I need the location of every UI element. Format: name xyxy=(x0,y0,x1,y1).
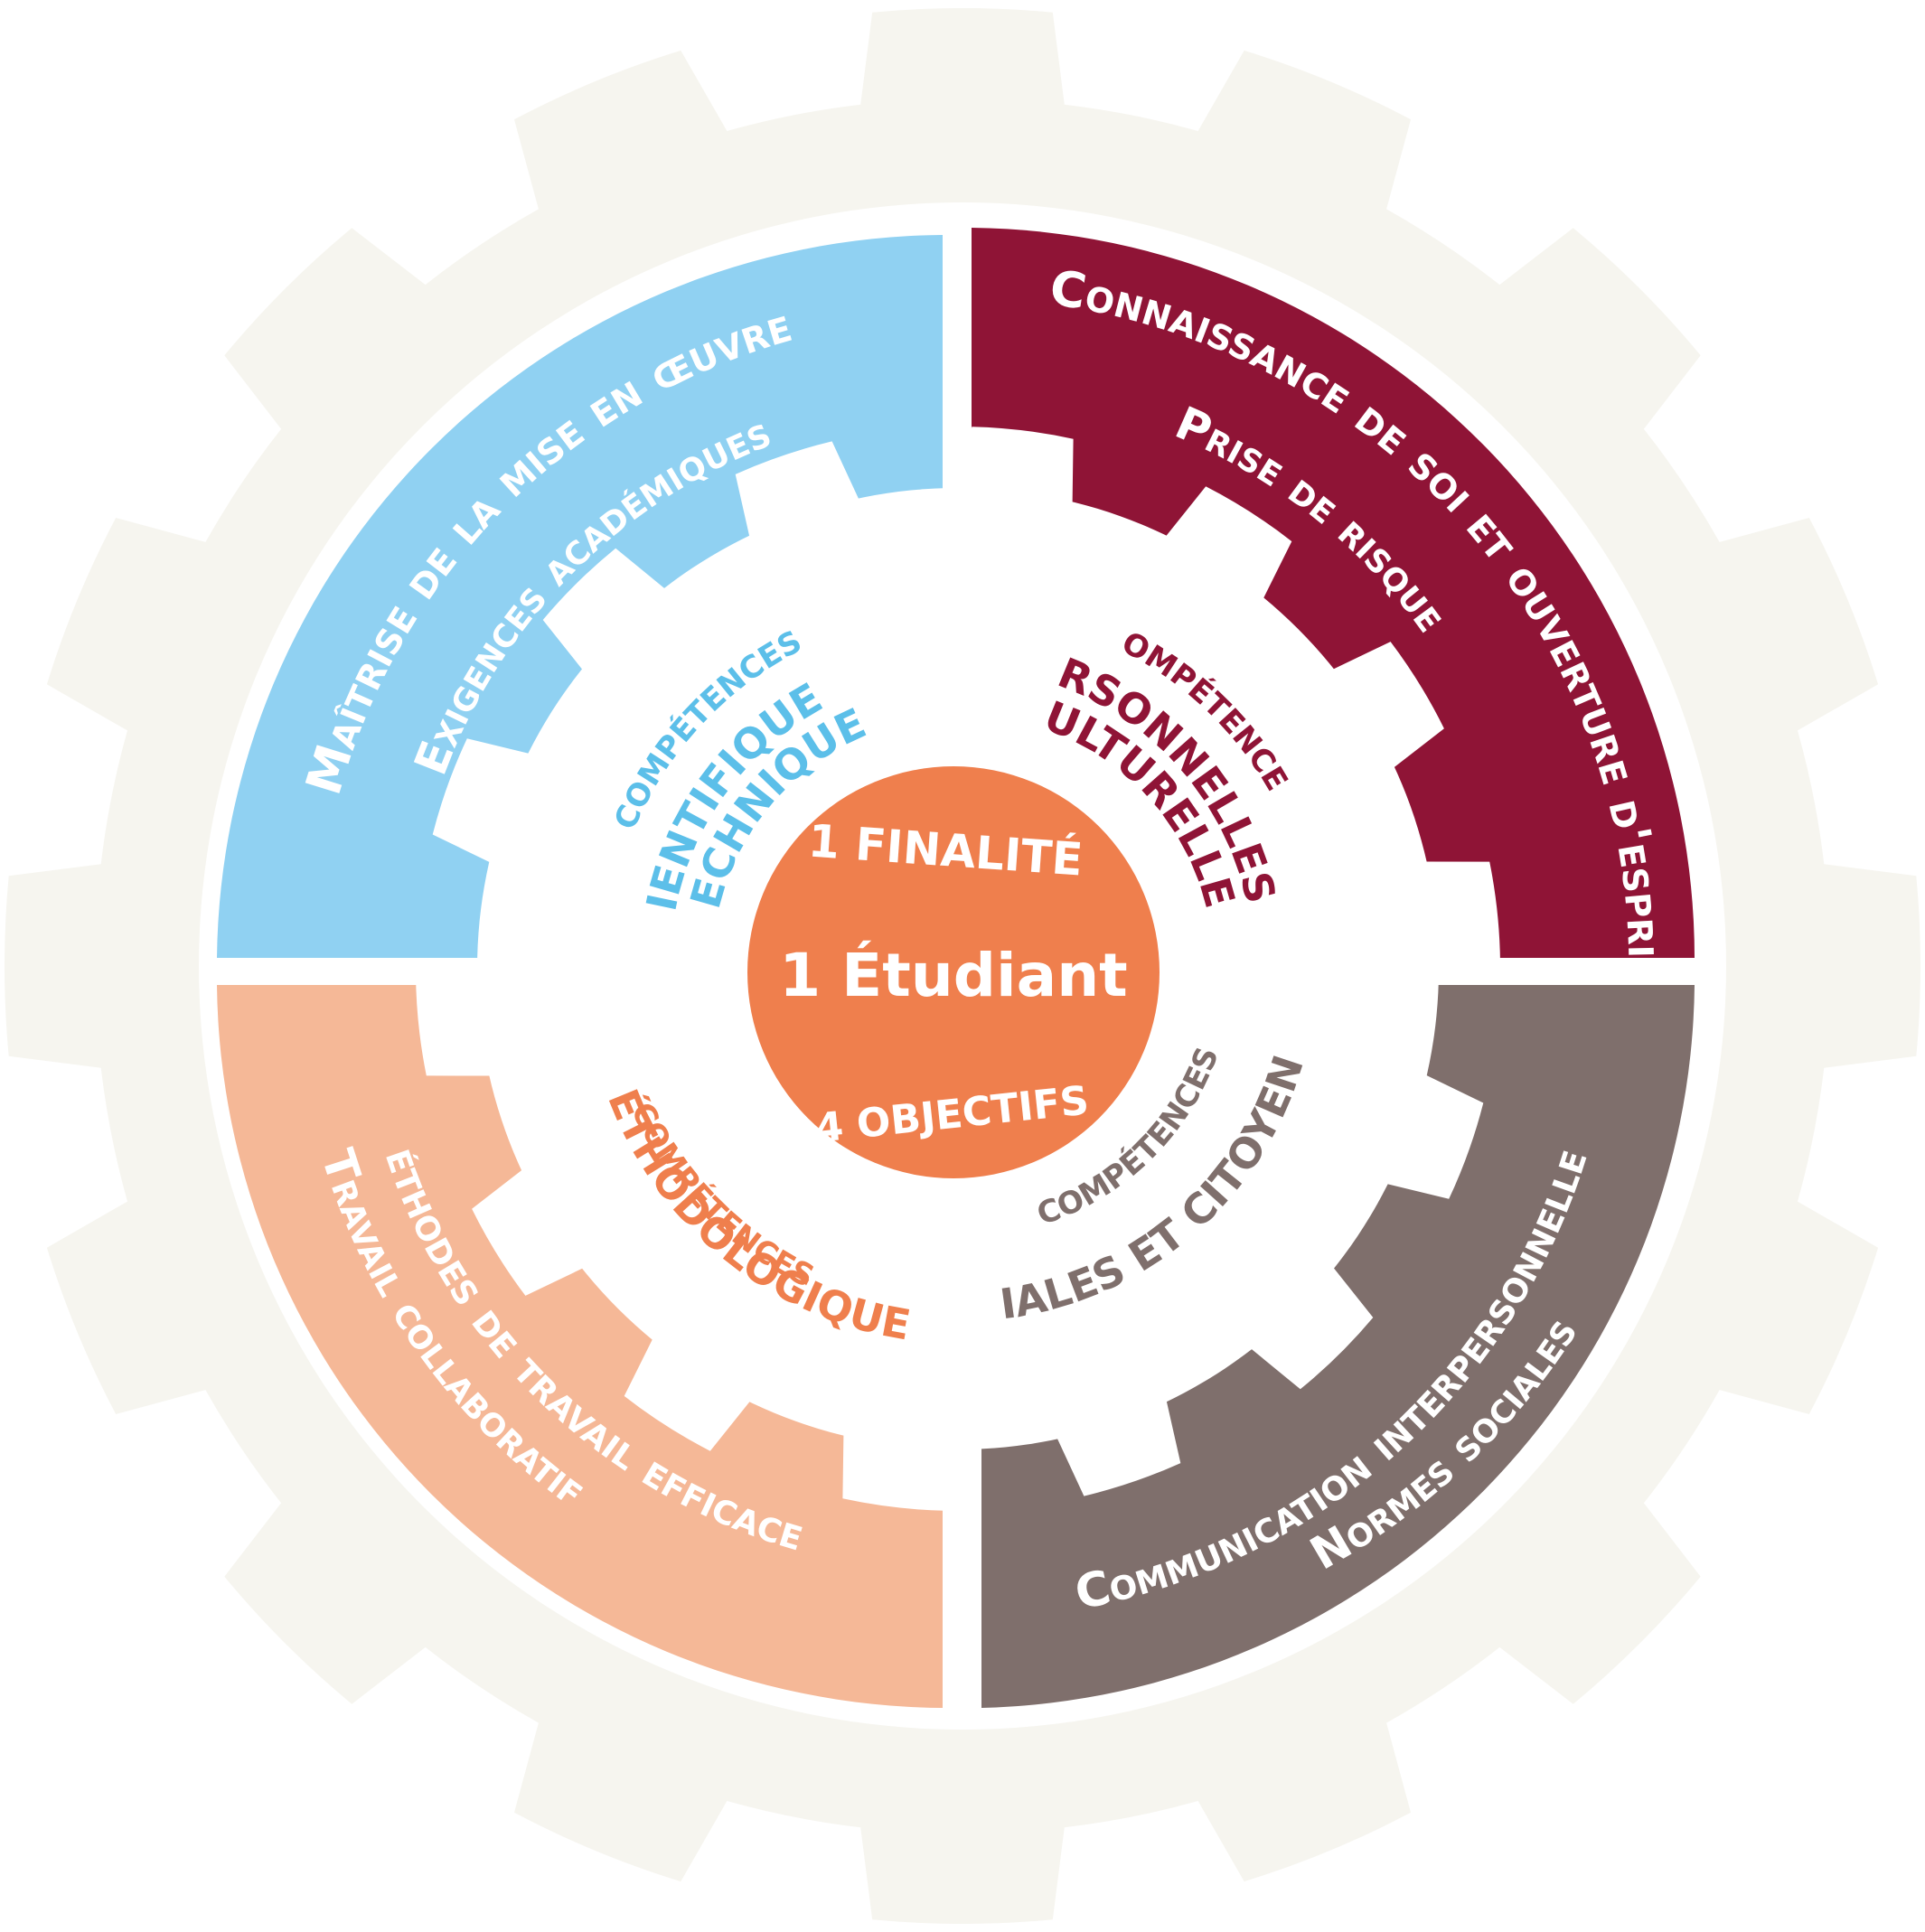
center-circle xyxy=(747,766,1160,1178)
center-etudiant: 1 Étudiant xyxy=(779,940,1127,1010)
